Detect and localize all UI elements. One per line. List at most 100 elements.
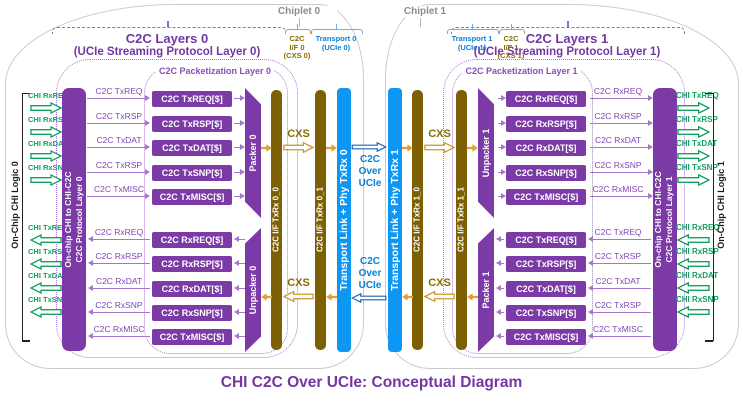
rx-row4-label: C2C RxMISC <box>93 324 145 334</box>
chi1-rx-rsp-arrow <box>677 258 710 270</box>
chi-tx-rsp-label: CHI TxRSP <box>28 247 68 256</box>
chi1-tx-req-arrow <box>677 102 710 114</box>
transport-bar0-label: Transport Link + Phy TxRx 0 <box>338 149 350 291</box>
c2c-if-bar-1-1-label: C2C I/F TxRx 1_1 <box>456 187 466 252</box>
transport0-label-2: (UCIe 0) <box>321 42 351 52</box>
packer0-to-if-arrow <box>261 144 272 152</box>
tx-row2-label: C2C TxDAT <box>96 135 142 145</box>
tx1-row3-label: C2C TxRSP <box>594 300 642 310</box>
tx-row4-line <box>87 192 150 200</box>
chi1-tx-rsp-arrow <box>677 126 710 138</box>
chiplet1-label: Chiplet 1 <box>387 6 463 17</box>
rx-row1-label: C2C RxRSP <box>95 251 143 261</box>
rx-row3-box: C2C RxSNP[$] <box>152 305 232 321</box>
c2c-if0-label-3: (CXS 0) <box>283 51 311 60</box>
tx1-row1-label: C2C TxRSP <box>594 251 642 261</box>
tx1-row2-label: C2C TxDAT <box>595 275 641 286</box>
rx-row0-line2 <box>234 235 245 243</box>
chi1-tx-dat-label: CHI TxDAT <box>676 139 718 148</box>
rx-row2-line <box>88 284 150 292</box>
chi-tx-req-label: CHI TxREQ <box>28 223 69 232</box>
chi1-tx-snp-arrow <box>677 174 710 186</box>
tx-row4-line2 <box>234 192 245 200</box>
chi1-rx-dat-arrow <box>677 282 710 294</box>
packer0-shape <box>245 88 261 218</box>
rx-row2-box: C2C RxDAT[$] <box>152 280 232 297</box>
tx1-row1-line0 <box>496 259 504 267</box>
over-ucie-bot-1: C2C <box>359 256 380 267</box>
rx1-row3-line0 <box>498 168 506 176</box>
tx-row2-line2 <box>234 143 245 151</box>
c2c-over-ucie-label-bottom: C2C Over UCIe <box>350 256 390 292</box>
tx1-row3-line0 <box>496 308 504 316</box>
chi1-tx-rsp-label: CHI TxRSP <box>676 115 718 124</box>
tx-row4-label: C2C TxMISC <box>94 184 144 194</box>
transport-bar1 <box>388 88 402 352</box>
transport0-brace <box>311 29 363 34</box>
tx-row0-box: C2C TxREQ[$] <box>152 91 232 107</box>
tx1-row3-line <box>588 308 651 316</box>
c2c-if1-label: C2C I/F 1 (CXS 1) <box>497 34 525 61</box>
chiplet0-label-tick <box>299 18 301 27</box>
tx-row1-label: C2C TxRSP <box>95 110 143 121</box>
transport1-label-1: Transport 1 <box>451 34 493 43</box>
if-to-unpacker0-arrow <box>261 293 272 301</box>
onchip-chi-logic1-label: On-Chip CHI Logic 1 <box>716 161 726 249</box>
rx1-row2-label: C2C RxDAT <box>594 135 642 145</box>
chi-logic0-bracket-tick-bottom <box>22 340 30 342</box>
tx1-row0-label: C2C TxREQ <box>594 227 642 237</box>
cxs1-bottom-arrow <box>424 291 455 302</box>
rx-row0-box: C2C RxREQ[$] <box>152 232 232 248</box>
chi-rx-rsp-arrow <box>30 126 62 138</box>
c2c-if0-label: C2C I/F 0 (CXS 0) <box>283 34 311 61</box>
c2c-protocol-bar0-label: On-chip CHI to CHI-C2C C2C Protocol Laye… <box>62 88 87 351</box>
c2c-packetization1-label: C2C Packetization Layer 1 <box>452 66 591 76</box>
transport-bar0 <box>337 88 351 352</box>
over-ucie-top-2: Over <box>358 166 382 177</box>
c2c-over-ucie-arrow-bottom <box>351 293 387 303</box>
c2c-layers1-brace-tick <box>567 21 569 27</box>
c2c-if1-label-1: C2C <box>503 34 519 43</box>
rx-row4-line2 <box>234 332 245 340</box>
c2c-protocol-bar0-label-2: C2C Protocol Layer 0 <box>73 176 84 263</box>
unpacker0-shape <box>245 228 261 352</box>
chi1-rx-snp-label: CHI RxSNP <box>676 295 719 304</box>
transport1-brace <box>447 29 499 34</box>
if-to-transport0-arrow <box>326 144 337 152</box>
rx-row1-line <box>88 259 150 267</box>
rx1-row4-line0 <box>498 192 506 200</box>
onchip-chi-logic0-label: On-Chip CHI Logic 0 <box>10 161 20 249</box>
c2c-if-bar-1-0 <box>412 90 423 350</box>
tx1-row0-box: C2C TxREQ[$] <box>506 232 586 248</box>
chi-rx-snp-label: CHI RxSNP <box>28 163 69 172</box>
chi-rx-rsp-label: CHI RxRSP <box>28 115 69 124</box>
packer1-shape <box>478 228 494 352</box>
rx1-row0-line <box>590 94 653 102</box>
unpacker1-label: Unpacker 1 <box>481 128 491 178</box>
tx1-row4-line <box>588 332 651 340</box>
tx1-row2-box: C2C TxDAT[$] <box>506 280 586 297</box>
c2c-if0-brace-tick <box>296 24 298 29</box>
c2c-if-bar-0-0 <box>271 90 282 350</box>
transport0-label-1: Transport 0 <box>315 34 357 43</box>
rx1-row2-line0 <box>498 143 506 151</box>
tx-row3-line2 <box>234 168 245 176</box>
tx1-row4-line0 <box>496 332 504 340</box>
tx-row0-label: C2C TxREQ <box>95 86 143 96</box>
c2c-if-bar-1-0-label: C2C I/F TxRx 1_0 <box>412 187 422 252</box>
transport1-to-if-arrow <box>402 144 413 152</box>
chi-tx-dat-arrow <box>30 282 62 294</box>
c2c-if-bar-0-1 <box>315 90 326 350</box>
rx1-row2-box: C2C RxDAT[$] <box>506 140 586 156</box>
tx-row2-box: C2C TxDAT[$] <box>152 140 232 156</box>
rx1-row0-box: C2C RxREQ[$] <box>506 91 586 107</box>
chi-rx-req-arrow <box>30 102 62 114</box>
chi-tx-rsp-arrow <box>30 258 62 270</box>
chi-tx-snp-arrow <box>30 306 62 318</box>
c2c-protocol-bar1-label: On-chip CHI to CHI-C2C C2C Protocol Laye… <box>652 88 677 351</box>
rx1-row1-line <box>590 119 653 127</box>
tx-row0-line2 <box>234 94 245 102</box>
chiplet0-label: Chiplet 0 <box>261 6 337 17</box>
tx-row0-line <box>87 94 150 102</box>
